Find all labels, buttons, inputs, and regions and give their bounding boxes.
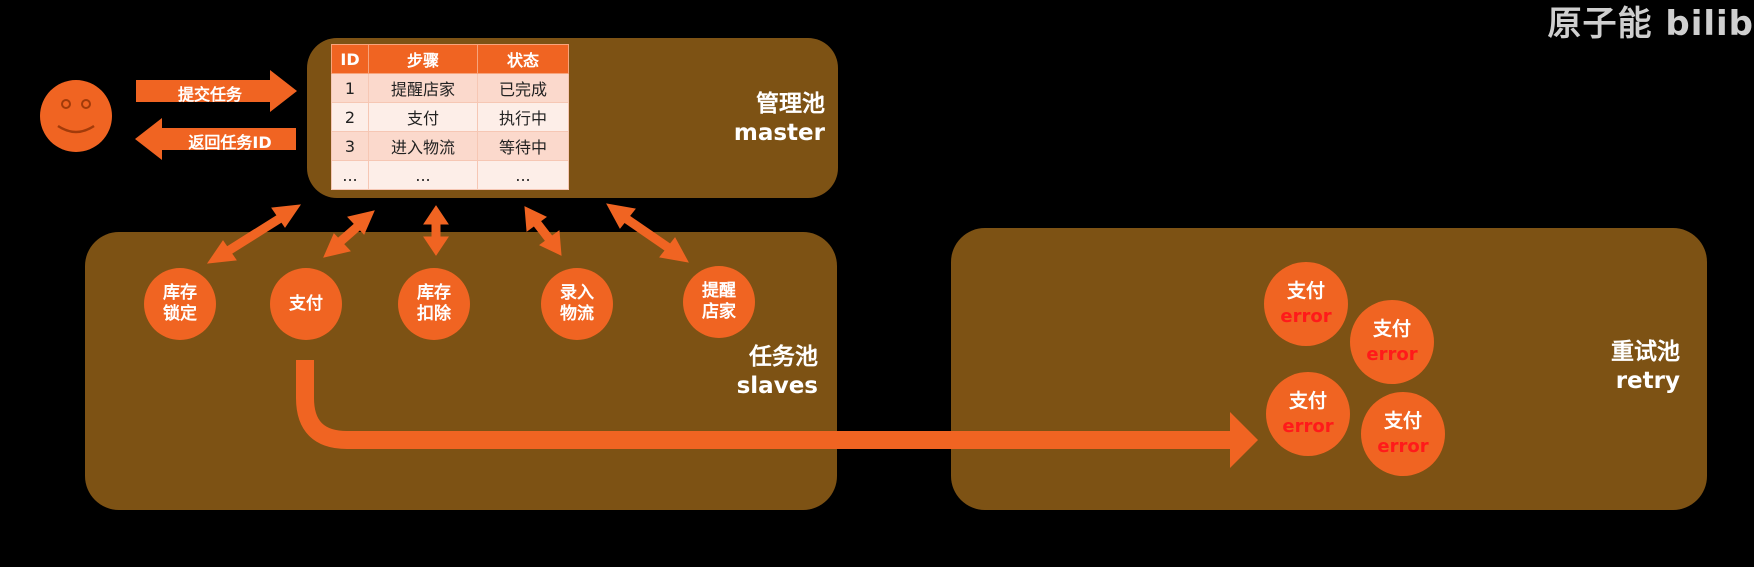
- cell-id: 1: [331, 73, 369, 103]
- return-task-id-label: 返回任务ID: [188, 133, 272, 152]
- table-row: ... ... ...: [331, 160, 569, 190]
- master-pool-title: 管理池 master: [700, 90, 825, 148]
- retry-node: 支付 error: [1264, 262, 1348, 346]
- task-steps-table: ID 步骤 状态 1 提醒店家 已完成 2 支付 执行中 3 进入物流 等待中 …: [331, 44, 569, 190]
- cell-status: 执行中: [477, 102, 569, 132]
- master-title-cn: 管理池: [756, 91, 825, 117]
- watermark: 原子能 bilib: [1547, 4, 1754, 44]
- master-slave-links: [206, 203, 689, 264]
- cell-id: 2: [331, 102, 369, 132]
- slaves-title-cn: 任务池: [749, 344, 818, 370]
- cell-status: ...: [477, 160, 569, 190]
- table-row: 3 进入物流 等待中: [331, 131, 569, 161]
- retry-node-label: 支付: [1383, 410, 1422, 432]
- table-header-id: ID: [331, 44, 369, 74]
- task-node-notify-merchant: 提醒 店家: [683, 266, 755, 338]
- retry-flow-arrow: [296, 360, 1232, 449]
- task-node-line: 支付: [289, 293, 323, 314]
- retry-pool-title: 重试池 retry: [1570, 338, 1680, 396]
- retry-node-status: error: [1366, 344, 1418, 365]
- retry-title-cn: 重试池: [1611, 339, 1680, 365]
- smiley-face-icon: [40, 80, 112, 152]
- task-node-line: 店家: [702, 302, 736, 322]
- slaves-pool-title: 任务池 slaves: [700, 343, 818, 401]
- task-node-line: 锁定: [163, 304, 197, 324]
- cell-step: 提醒店家: [368, 73, 478, 103]
- table-header-status: 状态: [477, 44, 569, 74]
- task-node-line: 扣除: [417, 304, 451, 324]
- cell-status: 等待中: [477, 131, 569, 161]
- cell-step: 进入物流: [368, 131, 478, 161]
- retry-node-status: error: [1282, 416, 1334, 437]
- task-node-line: 录入: [560, 283, 594, 303]
- submit-task-label: 提交任务: [177, 85, 242, 104]
- task-node-line: 库存: [163, 283, 197, 303]
- slaves-title-en: slaves: [736, 373, 818, 399]
- retry-node: 支付 error: [1350, 300, 1434, 384]
- retry-node: 支付 error: [1266, 372, 1350, 456]
- table-row: 1 提醒店家 已完成: [331, 73, 569, 103]
- retry-node-label: 支付: [1286, 280, 1325, 302]
- retry-title-en: retry: [1615, 368, 1680, 394]
- cell-id: ...: [331, 160, 369, 190]
- retry-node-status: error: [1377, 436, 1429, 457]
- cell-step: ...: [368, 160, 478, 190]
- retry-node-label: 支付: [1372, 318, 1411, 340]
- table-header-step: 步骤: [368, 44, 478, 74]
- retry-node-label: 支付: [1288, 390, 1327, 412]
- return-id-arrow: [135, 118, 296, 160]
- task-node-inventory-lock: 库存 锁定: [144, 268, 216, 340]
- task-node-payment: 支付: [270, 268, 342, 340]
- table-row: 2 支付 执行中: [331, 102, 569, 132]
- master-title-en: master: [733, 120, 825, 146]
- task-node-logistics-entry: 录入 物流: [541, 268, 613, 340]
- cell-status: 已完成: [477, 73, 569, 103]
- task-node-inventory-deduct: 库存 扣除: [398, 268, 470, 340]
- cell-step: 支付: [368, 102, 478, 132]
- retry-node: 支付 error: [1361, 392, 1445, 476]
- task-node-line: 库存: [417, 283, 451, 303]
- cell-id: 3: [331, 131, 369, 161]
- task-node-line: 物流: [560, 304, 594, 324]
- task-node-line: 提醒: [702, 281, 736, 301]
- retry-node-status: error: [1280, 306, 1332, 327]
- submit-arrow: [136, 70, 297, 112]
